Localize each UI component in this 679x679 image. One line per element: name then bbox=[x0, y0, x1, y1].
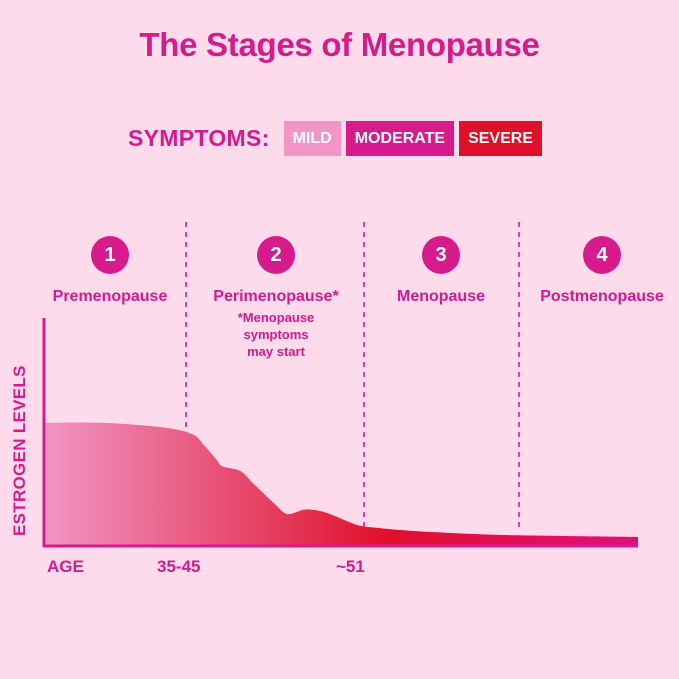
page-title: The Stages of Menopause bbox=[139, 26, 540, 63]
stage-perimenopause: 2 Perimenopause* *Menopause symptoms may… bbox=[198, 236, 354, 360]
stage-number-3: 3 bbox=[422, 236, 460, 274]
symptoms-legend: SYMPTOMS: MILD MODERATE SEVERE bbox=[128, 121, 547, 156]
stage-name-2: Perimenopause* bbox=[213, 288, 339, 305]
legend-severe: SEVERE bbox=[459, 121, 542, 156]
stage-name-1: Premenopause bbox=[52, 288, 168, 305]
stage-name-4: Postmenopause bbox=[540, 288, 664, 305]
stage-postmenopause: 4 Postmenopause bbox=[530, 236, 674, 306]
legend-moderate: MODERATE bbox=[345, 121, 455, 156]
stage-number-1: 1 bbox=[91, 236, 129, 274]
legend-label: SYMPTOMS: bbox=[128, 125, 270, 151]
stage-menopause: 3 Menopause bbox=[376, 236, 506, 306]
x-axis-label: AGE bbox=[47, 557, 84, 576]
stage-number-2: 2 bbox=[257, 236, 295, 274]
stage-note-2: *Menopause symptoms may start bbox=[237, 310, 315, 359]
stage-premenopause: 1 Premenopause bbox=[40, 236, 180, 306]
y-axis-label: ESTROGEN LEVELS bbox=[10, 365, 29, 536]
legend-mild: MILD bbox=[283, 121, 341, 156]
stage-name-3: Menopause bbox=[396, 288, 485, 305]
estrogen-area bbox=[44, 422, 638, 546]
stage-number-4: 4 bbox=[583, 236, 621, 274]
x-tick-35-45: 35-45 bbox=[157, 557, 201, 576]
x-tick-51: ~51 bbox=[336, 557, 365, 576]
